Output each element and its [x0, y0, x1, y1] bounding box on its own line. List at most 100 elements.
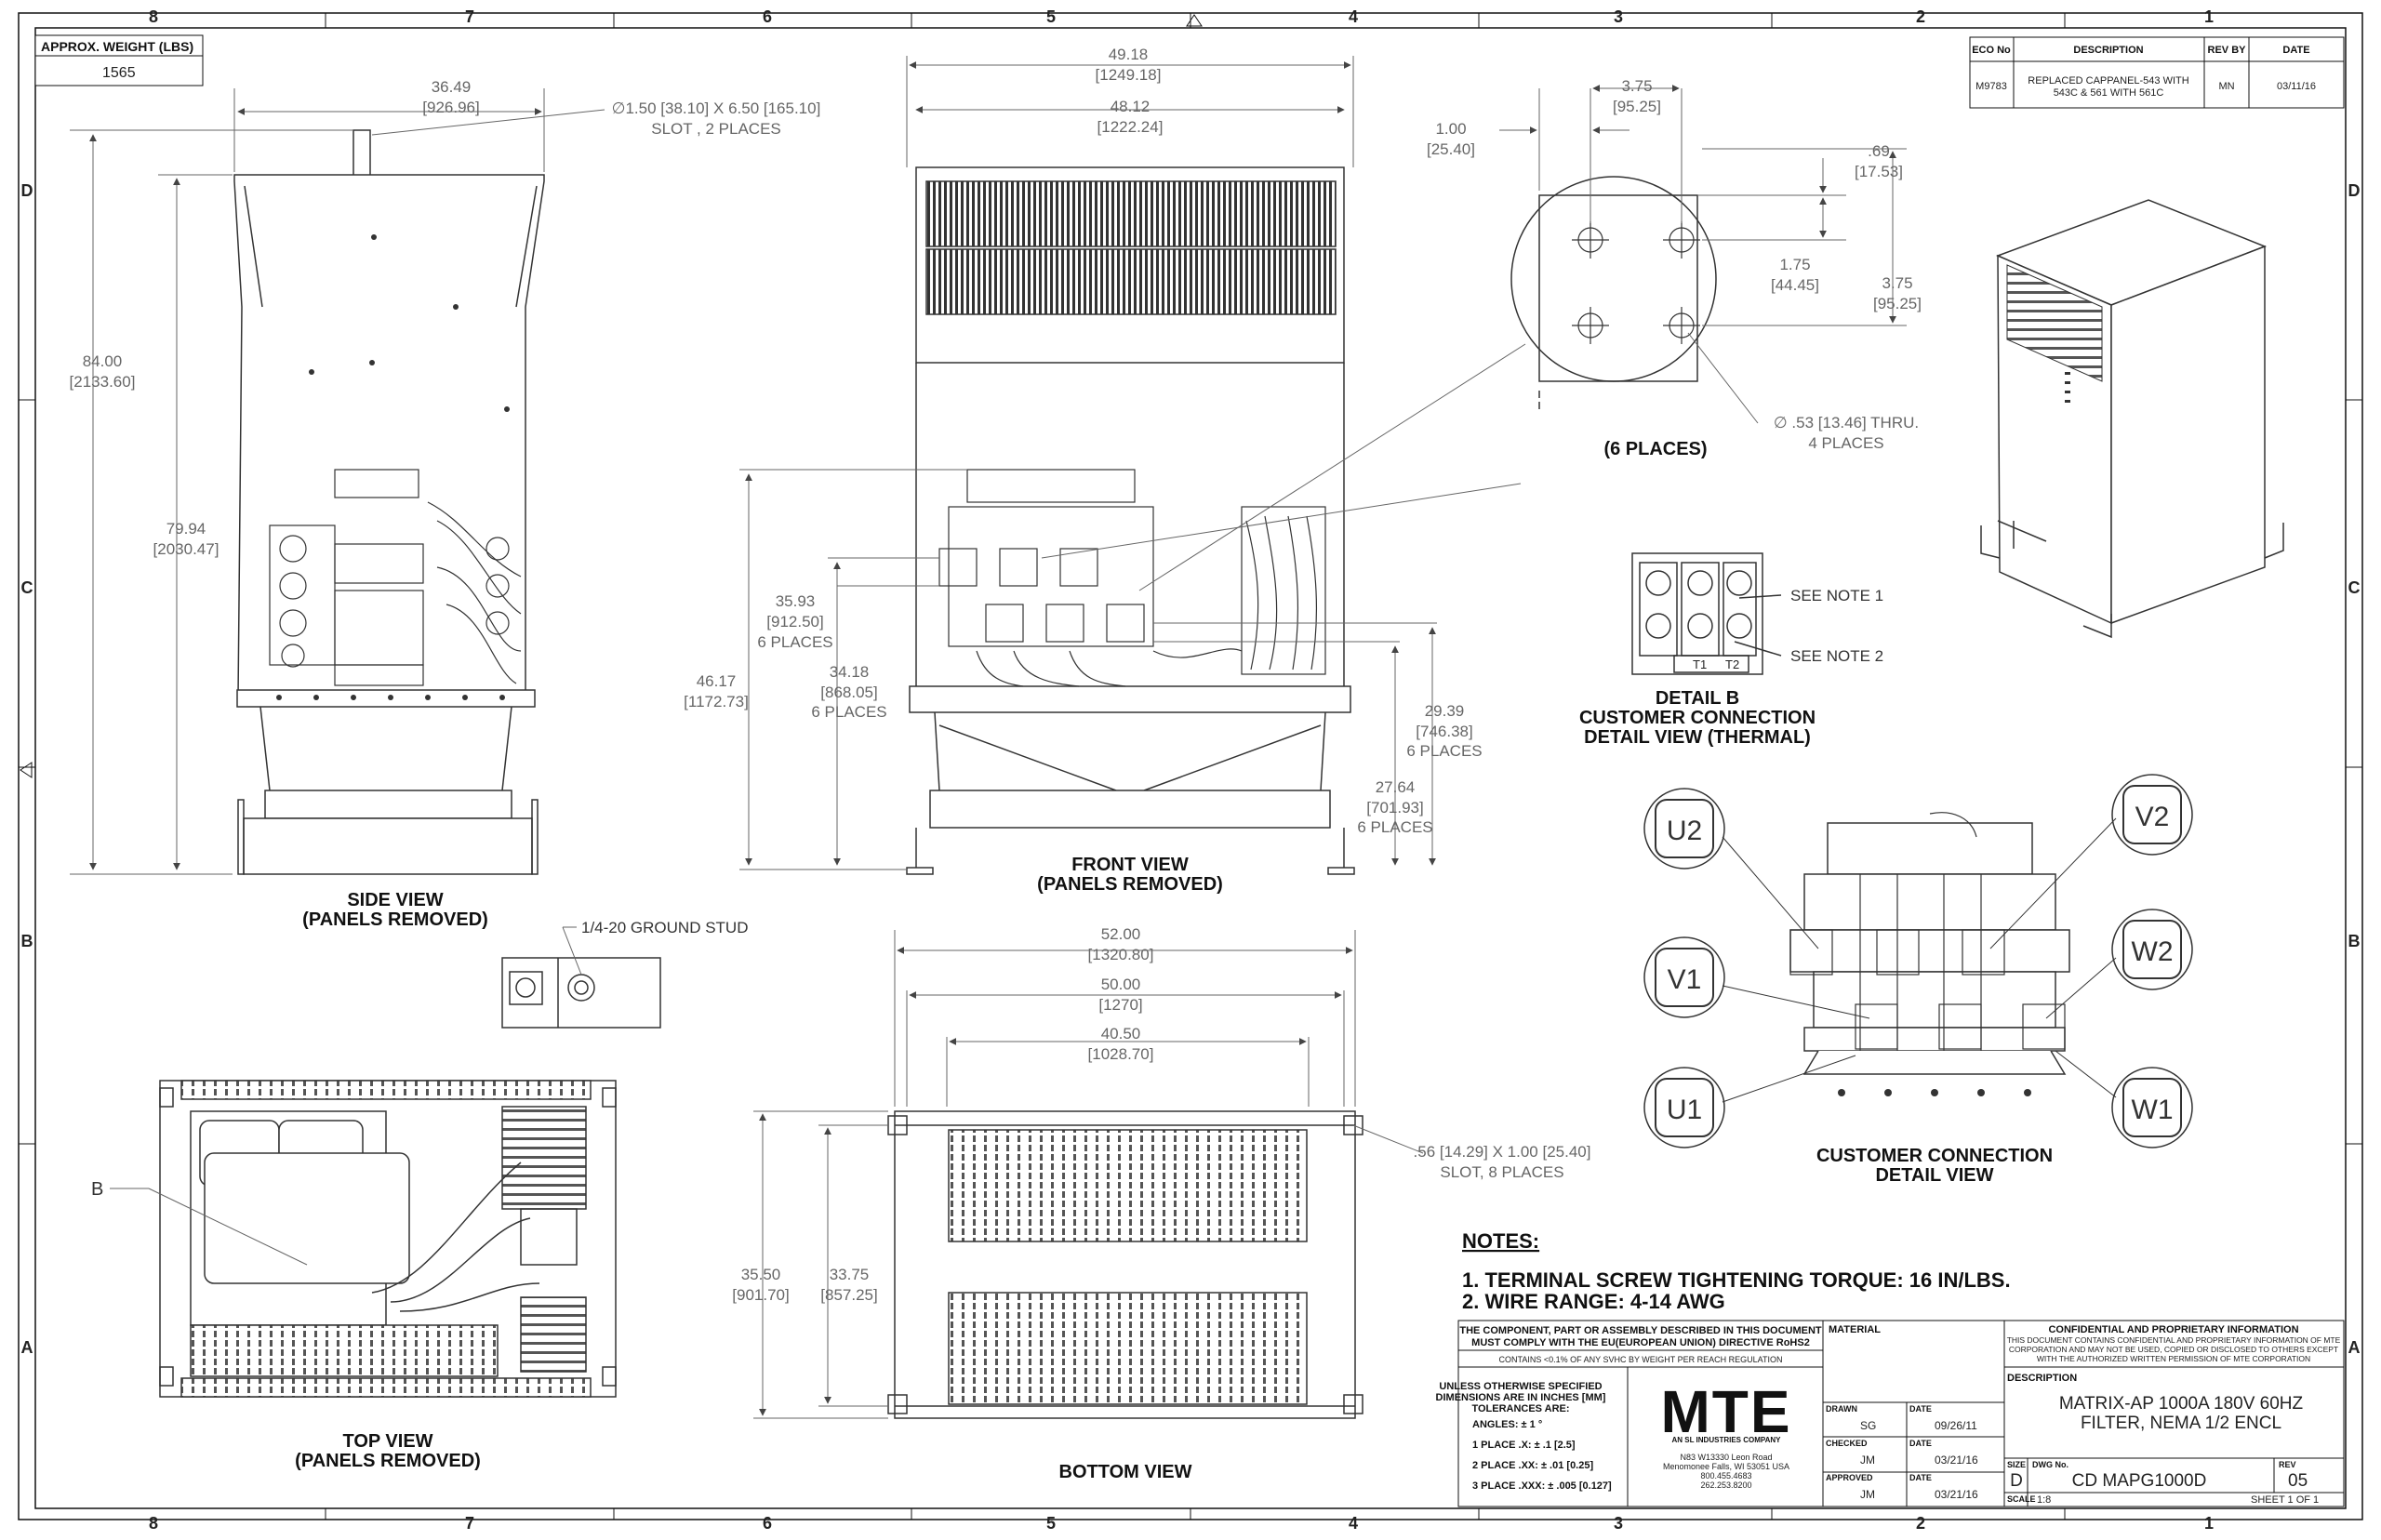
dim-front-w48-mm: [1222.24] [1097, 118, 1164, 136]
zone-row-left: D [21, 181, 33, 200]
tb-compliance-1: THE COMPONENT, PART OR ASSEMBLY DESCRIBE… [1459, 1325, 1822, 1336]
dim-front-w49: 49.18 [1109, 46, 1149, 63]
tb-place1: 1 PLACE .X: ± .1 [2.5] [1472, 1440, 1576, 1451]
top-view-subtitle: (PANELS REMOVED) [295, 1451, 481, 1471]
dim-bottom-slot: .56 [14.29] X 1.00 [25.40] [1414, 1143, 1591, 1161]
dim-slot-top-note: SLOT , 2 PLACES [651, 120, 781, 138]
side-view-title: SIDE VIEW [347, 890, 443, 910]
dim-front-34-places: 6 PLACES [811, 703, 886, 721]
detail-b-note2: SEE NOTE 2 [1790, 647, 1883, 665]
detail-b-t2: T2 [1725, 657, 1739, 671]
mte-logo-sub: AN SL INDUSTRIES COMPANY [1671, 1436, 1781, 1444]
tb-date-label: DATE [1909, 1439, 1932, 1448]
zone-col-top: 2 [1916, 7, 1925, 26]
dim-side-width-mm: [926.96] [422, 99, 479, 116]
zone-col-top: 8 [149, 7, 158, 26]
dim-detail-175: 1.75 [1779, 256, 1810, 273]
sheet-border [18, 12, 2363, 1520]
tb-size: D [2010, 1471, 2023, 1491]
bottom-view [887, 1110, 1363, 1419]
front-view-title: FRONT VIEW [1071, 855, 1189, 875]
rev-desc-2: 543C & 561 WITH 561C [2054, 87, 2164, 99]
terminal-v2: V2 [2135, 802, 2170, 832]
dim-front-27-places: 6 PLACES [1357, 818, 1432, 836]
rev-header-revby: REV BY [2208, 45, 2247, 56]
dim-side-h79-mm: [2030.47] [153, 540, 219, 558]
terminal-w1: W1 [2132, 1095, 2174, 1125]
dim-bottom-50: 50.00 [1101, 976, 1141, 993]
tb-drawn-date: 09/26/11 [1935, 1419, 1977, 1432]
tb-checked: JM [1860, 1454, 1875, 1467]
dim-detail-175-mm: [44.45] [1771, 276, 1819, 294]
tb-approved: JM [1860, 1488, 1875, 1501]
side-view [233, 129, 545, 875]
dim-bottom-52-mm: [1320.80] [1088, 946, 1154, 963]
tb-rev-label: REV [2279, 1460, 2296, 1469]
tb-drawn: SG [1860, 1419, 1876, 1432]
tb-size-label: SIZE [2007, 1460, 2026, 1469]
top-view [159, 957, 661, 1398]
top-view-title: TOP VIEW [342, 1431, 432, 1452]
tb-conf-2: CORPORATION AND MAY NOT BE USED, COPIED … [2009, 1345, 2338, 1354]
zone-col-bottom: 1 [2204, 1514, 2214, 1533]
weight-box: APPROX. WEIGHT (LBS) 1565 [34, 34, 204, 86]
dim-side-h79: 79.94 [166, 520, 206, 538]
dim-bottom-355: 35.50 [741, 1266, 781, 1283]
dim-front-w48: 48.12 [1111, 98, 1151, 115]
rev-eco: M9783 [1975, 81, 2007, 92]
rev-header-eco: ECO No [1972, 45, 2011, 56]
dim-front-34: 34.18 [830, 663, 870, 681]
title-block [1457, 1320, 2345, 1507]
front-view-subtitle: (PANELS REMOVED) [1037, 874, 1223, 895]
tb-tol-2: DIMENSIONS ARE IN INCHES [MM] [1436, 1392, 1606, 1403]
side-view-dimensions [70, 88, 605, 875]
terminal-u2: U2 [1667, 816, 1702, 846]
detail-b-view [1631, 552, 1782, 675]
dim-detail-375w: 3.75 [1621, 77, 1652, 95]
dim-front-w49-mm: [1249.18] [1096, 66, 1162, 84]
bottom-view-title: BOTTOM VIEW [1059, 1462, 1192, 1482]
zone-row-right: D [2348, 181, 2361, 200]
zone-col-top: 4 [1349, 7, 1358, 26]
dim-detail-375h: 3.75 [1882, 274, 1912, 292]
tb-scale: 1:8 [2037, 1494, 2051, 1506]
detail-b-t1: T1 [1693, 657, 1707, 671]
zone-col-top: 3 [1614, 7, 1623, 26]
tb-dwg-label: DWG No. [2032, 1460, 2068, 1469]
rev-header-desc: DESCRIPTION [2073, 45, 2143, 56]
notes-title: NOTES: [1462, 1229, 1539, 1253]
dim-front-46-mm: [1172.73] [684, 693, 749, 710]
detail-b-title-2: CUSTOMER CONNECTION [1579, 708, 1816, 728]
tb-date-label: DATE [1909, 1404, 1932, 1414]
dim-front-29-places: 6 PLACES [1406, 742, 1482, 760]
terminal-w2: W2 [2132, 936, 2174, 967]
zone-col-top: 7 [465, 7, 474, 26]
zone-col-top: 5 [1046, 7, 1056, 26]
zone-col-top: 1 [2204, 7, 2214, 26]
six-places-label: (6 PLACES) [1603, 439, 1707, 459]
weight-value: 1565 [102, 65, 136, 81]
tb-rev: 05 [2288, 1471, 2308, 1491]
top-view-leaders [110, 926, 582, 1266]
dim-front-35: 35.93 [776, 592, 816, 610]
rev-desc-1: REPLACED CAPPANEL-543 WITH [2028, 75, 2188, 86]
tb-reach: CONTAINS <0.1% OF ANY SVHC BY WEIGHT PER… [1499, 1355, 1783, 1364]
dim-side-h84: 84.00 [83, 352, 123, 370]
dim-bottom-355-mm: [901.70] [732, 1286, 789, 1304]
dim-detail-100-mm: [25.40] [1427, 140, 1475, 158]
detail-b-title: DETAIL B [1656, 688, 1739, 709]
dim-bottom-40: 40.50 [1101, 1025, 1141, 1042]
dim-front-27-mm: [701.93] [1366, 799, 1423, 816]
dim-bottom-3375-mm: [857.25] [820, 1286, 877, 1304]
note-2: 2. WIRE RANGE: 4-14 AWG [1462, 1290, 1725, 1313]
zone-col-bottom: 2 [1916, 1514, 1925, 1533]
dim-front-35-places: 6 PLACES [757, 633, 832, 651]
zone-col-bottom: 4 [1349, 1514, 1358, 1533]
dim-detail-69-mm: [17.53] [1855, 163, 1903, 180]
dim-front-29-mm: [746.38] [1416, 723, 1472, 740]
detail-holes-view [1510, 176, 1717, 409]
dim-front-34-mm: [868.05] [820, 684, 877, 701]
tb-description-1: MATRIX-AP 1000A 180V 60HZ [2059, 1394, 2304, 1414]
customer-connection-view [1643, 774, 2193, 1148]
zone-col-bottom: 5 [1046, 1514, 1056, 1533]
